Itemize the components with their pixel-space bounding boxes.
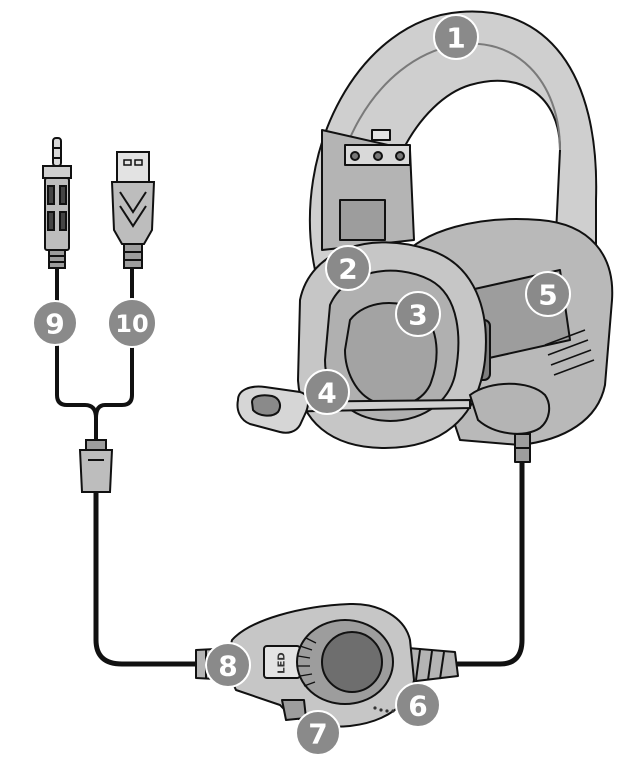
marker-6-label: 6: [408, 690, 427, 723]
marker-9: 9: [33, 301, 77, 345]
marker-3-label: 3: [408, 299, 427, 332]
marker-1-label: 1: [446, 22, 465, 55]
marker-2: 2: [326, 246, 370, 290]
marker-6: 6: [396, 683, 440, 727]
marker-5: 5: [526, 272, 570, 316]
marker-2-label: 2: [338, 253, 357, 286]
marker-4: 4: [305, 370, 349, 414]
marker-7: 7: [296, 711, 340, 755]
marker-1: 1: [434, 15, 478, 59]
usb-plug: [112, 152, 154, 268]
marker-5-label: 5: [538, 279, 557, 312]
marker-10: 10: [108, 299, 156, 347]
marker-7-label: 7: [308, 718, 327, 751]
marker-3: 3: [396, 292, 440, 336]
marker-8: 8: [206, 643, 250, 687]
marker-4-label: 4: [317, 377, 336, 410]
marker-9-label: 9: [45, 308, 64, 341]
marker-10-label: 10: [115, 310, 148, 338]
cable-splitter: [80, 440, 112, 492]
audio-jack-plug: [43, 138, 71, 268]
led-button-label: LED: [277, 652, 288, 674]
marker-8-label: 8: [218, 650, 237, 683]
